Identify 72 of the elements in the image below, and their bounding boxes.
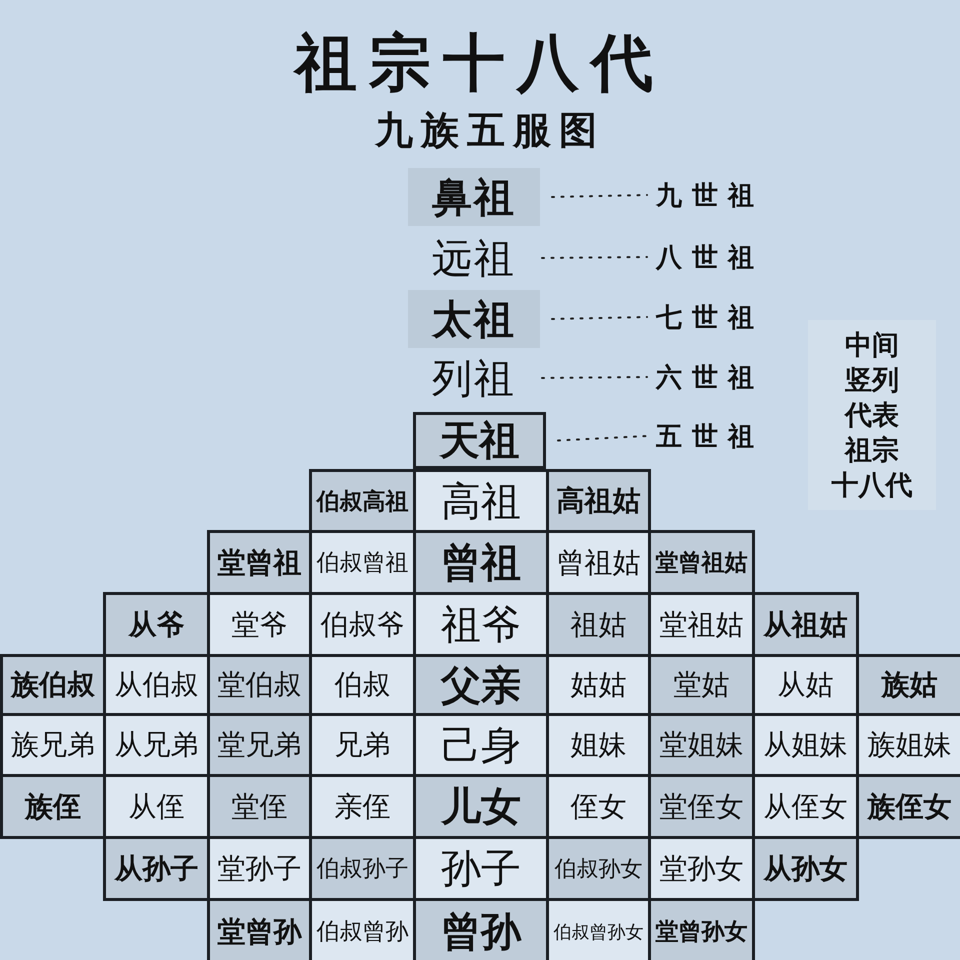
kinship-cell: 亲侄 [309,774,416,839]
kinship-cell: 族侄女 [856,774,960,839]
generation-label: 七世祖 [645,292,775,342]
generation-label: 五世祖 [645,411,775,461]
kinship-cell: 堂曾祖姑 [648,530,755,595]
kinship-cell: 父亲 [413,654,549,716]
kinship-cell: 伯叔曾祖 [309,530,416,595]
kinship-cell: 伯叔爷 [309,592,416,657]
kinship-cell: 伯叔 [309,654,416,716]
kinship-cell: 从侄女 [752,774,859,839]
generation-label: 九世祖 [645,170,775,220]
kinship-cell: 从侄 [103,774,210,839]
kinship-cell: 堂侄 [207,774,312,839]
kinship-cell: 堂伯叔 [207,654,312,716]
kinship-cell: 曾祖 [413,530,549,595]
note-box: 中间竖列代表祖宗十八代 [808,320,936,510]
kinship-cell: 侄女 [546,774,651,839]
kinship-cell: 伯叔孙女 [546,836,651,901]
dotted-line [541,376,648,379]
kinship-cell: 伯叔孙子 [309,836,416,901]
kinship-cell: 堂曾祖 [207,530,312,595]
kinship-cell: 曾孙 [413,898,549,960]
kinship-cell: 族伯叔 [0,654,106,716]
kinship-cell: 堂侄女 [648,774,755,839]
kinship-cell: 儿女 [413,774,549,839]
kinship-cell: 族姐妹 [856,713,960,777]
kinship-cell: 族侄 [0,774,106,839]
kinship-cell: 高祖姑 [546,469,651,533]
shaded-label: 太祖 [408,290,540,348]
kinship-cell: 堂爷 [207,592,312,657]
kinship-cell: 姐妹 [546,713,651,777]
generation-label: 六世祖 [645,352,775,402]
ancestor-name: 远祖 [418,230,530,286]
kinship-cell: 堂姑 [648,654,755,716]
kinship-cell: 堂祖姑 [648,592,755,657]
dotted-line [551,316,648,320]
kinship-cell: 伯叔曾孙女 [546,898,651,960]
kinship-cell: 从伯叔 [103,654,210,716]
title: 祖宗十八代 [292,25,666,101]
kinship-cell: 祖姑 [546,592,651,657]
shaded-label: 鼻祖 [408,168,540,226]
dotted-line [551,194,648,198]
subtitle: 九族五服图 [374,106,606,154]
kinship-cell: 祖爷 [413,592,549,657]
kinship-cell: 孙子 [413,836,549,901]
kinship-cell: 天祖 [413,412,546,469]
kinship-cell: 从爷 [103,592,210,657]
kinship-cell: 族兄弟 [0,713,106,777]
kinship-cell: 堂姐妹 [648,713,755,777]
dotted-line [557,435,648,442]
kinship-cell: 族姑 [856,654,960,716]
kinship-cell: 从祖姑 [752,592,859,657]
kinship-cell: 曾祖姑 [546,530,651,595]
generation-label: 八世祖 [645,232,775,282]
kinship-cell: 从孙女 [752,836,859,901]
kinship-cell: 高祖 [413,469,549,533]
kinship-cell: 堂孙子 [207,836,312,901]
ancestor-name: 列祖 [418,350,530,406]
kinship-cell: 堂孙女 [648,836,755,901]
kinship-cell: 从兄弟 [103,713,210,777]
kinship-cell: 堂曾孙女 [648,898,755,960]
dotted-line [541,256,648,259]
kinship-cell: 堂兄弟 [207,713,312,777]
kinship-cell: 堂曾孙 [207,898,312,960]
kinship-cell: 己身 [413,713,549,777]
kinship-cell: 兄弟 [309,713,416,777]
kinship-cell: 从姑 [752,654,859,716]
kinship-cell: 从姐妹 [752,713,859,777]
kinship-cell: 伯叔高祖 [309,469,416,533]
kinship-cell: 姑姑 [546,654,651,716]
kinship-cell: 伯叔曾孙 [309,898,416,960]
kinship-cell: 从孙子 [103,836,210,901]
